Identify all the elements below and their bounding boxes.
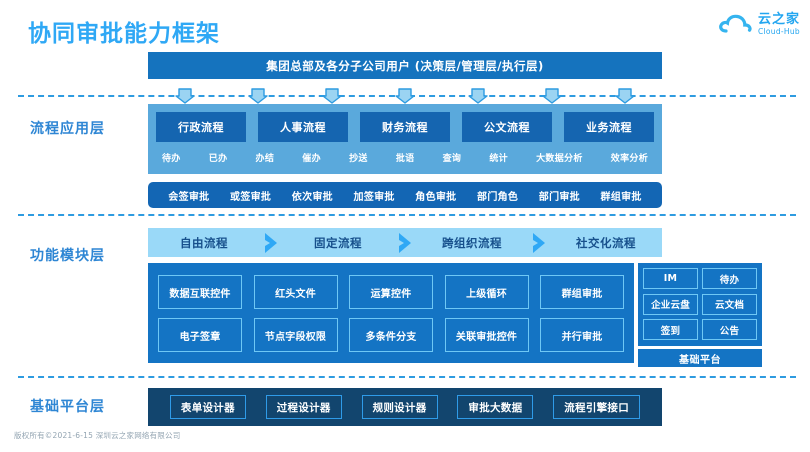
down-arrow-icon [542,88,562,104]
process-application-panel: 行政流程人事流程财务流程公文流程业务流程 待办 已办 办结 催办 抄送 批语 查询 统计 大数据… [148,104,662,174]
side-app-cell[interactable]: IM [643,268,698,289]
process-card[interactable]: 业务流程 [564,112,654,142]
side-app-cell[interactable]: 云文档 [702,293,757,315]
base-platform-item[interactable]: 表单设计器 [169,395,246,419]
layer-label-functional-module: 功能模块层 [30,248,105,264]
process-card[interactable]: 财务流程 [360,112,450,142]
approval-type[interactable]: 依次审批 [291,191,333,203]
down-arrow-icon [175,88,195,104]
down-arrow-icon [468,88,489,104]
process-card[interactable]: 人事流程 [258,112,348,142]
process-sub-item[interactable]: 查询 [442,153,462,164]
down-arrow-icon [615,88,635,104]
control-row-1: 数据互联控件红头文件运算控件上级循环群组审批 [148,275,634,309]
header: 协同审批能力框架 云之家 Cloud-Hub [0,0,810,48]
side-app-cell[interactable]: 待办 [702,268,757,289]
flow-type-item[interactable]: 跨组织流程 [442,235,502,250]
brand-logo: 云之家 Cloud-Hub [719,12,800,36]
process-sub-item[interactable]: 大数据分析 [536,153,583,164]
process-sub-item[interactable]: 已办 [208,153,228,164]
process-sub-item[interactable]: 批语 [395,153,415,164]
down-arrow-icon [248,88,268,104]
control-cell[interactable]: 电子签章 [158,318,242,352]
base-platform-bar: 表单设计器过程设计器规则设计器审批大数据流程引擎接口 [148,388,662,426]
copyright-footer: 版权所有©2021-6-15 深圳云之家网络有限公司 [14,431,181,440]
base-platform-item[interactable]: 过程设计器 [265,395,342,419]
page-title: 协同审批能力框架 [28,21,220,47]
layer-label-process-application: 流程应用层 [30,121,105,137]
control-cell[interactable]: 关联审批控件 [444,318,529,352]
chevron-right-icon [528,232,550,254]
approval-type[interactable]: 部门审批 [538,191,580,203]
platform-strip: 基础平台 [638,349,762,367]
process-sub-item-row: 待办 已办 办结 催办 抄送 批语 查询 统计 大数据分析 效率分析 [148,148,662,166]
control-cell[interactable]: 群组审批 [540,275,624,309]
process-sub-item[interactable]: 抄送 [349,153,368,164]
control-module-panel: 数据互联控件红头文件运算控件上级循环群组审批 电子签章节点字段权限多条件分支关联… [148,263,634,363]
approval-type[interactable]: 加签审批 [353,191,395,203]
approval-type[interactable]: 或签审批 [230,191,272,203]
down-arrow-icon [395,88,415,104]
base-platform-item[interactable]: 规则设计器 [361,395,438,419]
control-cell[interactable]: 红头文件 [253,275,338,309]
side-app-cell[interactable]: 企业云盘 [643,293,698,315]
approval-type[interactable]: 部门角色 [477,191,519,203]
control-cell[interactable]: 运算控件 [349,275,433,309]
side-app-cell[interactable]: 签到 [643,319,698,341]
down-arrow-icon [321,88,342,104]
process-sub-item[interactable]: 效率分析 [610,153,648,164]
cloud-icon [719,12,753,36]
process-card[interactable]: 行政流程 [156,112,246,142]
process-card-row: 行政流程人事流程财务流程公文流程业务流程 [148,112,662,142]
dashed-divider-2 [18,376,796,378]
arrow-row [148,88,662,104]
control-cell[interactable]: 多条件分支 [349,318,433,352]
chevron-right-icon [394,232,416,254]
control-cell[interactable]: 数据互联控件 [158,275,242,309]
process-card[interactable]: 公文流程 [462,112,552,142]
approval-type-bar: 会签审批 或签审批 依次审批 加签审批 角色审批 部门角色 部门审批 群组审批 [148,182,662,208]
control-row-2: 电子签章节点字段权限多条件分支关联审批控件并行审批 [148,318,634,352]
process-sub-item[interactable]: 办结 [255,153,275,164]
top-user-banner: 集团总部及各分子公司用户 (决策层/管理层/执行层) [148,52,662,79]
logo-name-en: Cloud-Hub [757,26,800,36]
chevron-right-icon [260,232,282,254]
dashed-divider-1 [18,214,796,216]
control-cell[interactable]: 节点字段权限 [253,318,338,352]
banner-connector [0,88,810,104]
layer-label-base-platform: 基础平台层 [30,399,105,415]
flow-type-bar: 自由流程 固定流程 跨组织流程 社交化流程 [148,228,662,257]
process-sub-item[interactable]: 催办 [302,153,321,164]
base-platform-item[interactable]: 流程引擎接口 [553,395,641,419]
process-sub-item[interactable]: 统计 [489,153,508,164]
logo-text: 云之家 Cloud-Hub [758,13,800,36]
approval-type[interactable]: 会签审批 [168,191,210,203]
approval-type[interactable]: 角色审批 [415,191,457,203]
approval-type[interactable]: 群组审批 [600,191,642,203]
flow-type-item[interactable]: 固定流程 [314,235,362,250]
logo-name-cn: 云之家 [757,11,800,27]
control-cell[interactable]: 上级循环 [444,275,529,309]
side-app-cell[interactable]: 公告 [702,319,757,341]
base-platform-item[interactable]: 审批大数据 [457,395,534,419]
process-sub-item[interactable]: 待办 [162,153,181,164]
flow-type-item[interactable]: 自由流程 [180,235,228,250]
control-cell[interactable]: 并行审批 [540,318,624,352]
flow-type-item[interactable]: 社交化流程 [576,235,636,250]
